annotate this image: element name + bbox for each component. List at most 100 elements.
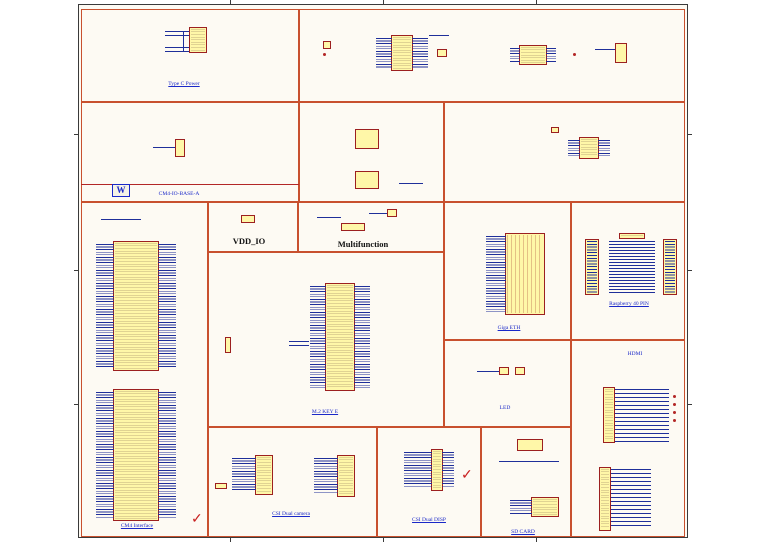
- frame-tick: [536, 0, 537, 4]
- regulator: [355, 129, 379, 149]
- sd-power-switch: [517, 439, 543, 451]
- hdmi-connector-1: [599, 467, 611, 531]
- gpio-header-left: [585, 239, 599, 295]
- region-multifunction: [298, 202, 444, 252]
- dsi-connector-0: [404, 449, 454, 491]
- sd-card-socket: [510, 497, 559, 517]
- frame-tick: [688, 270, 692, 271]
- power-net: [399, 183, 423, 184]
- signal-net: [595, 49, 615, 50]
- decoupling-capacitor: [225, 337, 231, 353]
- frame-tick: [383, 538, 384, 542]
- schematic-sheet: Type C Power CM4-IO-BASE-A VDD_IO Multif…: [78, 4, 688, 538]
- status-led: [499, 367, 509, 375]
- checkmark-icon: ✓: [461, 468, 473, 483]
- region-title-csi-dual-camera: CSI Dual camera: [272, 511, 310, 517]
- region-title-cm4-interface: CM4 Interface: [120, 523, 154, 529]
- region-cm4-interface: [81, 202, 208, 537]
- region-title-hdmi: HDMI: [627, 351, 643, 357]
- gpio-nets: [609, 241, 655, 295]
- esd-marker: [673, 395, 676, 398]
- usb-switch-ic: [510, 45, 556, 65]
- region-hdmi: [571, 340, 685, 537]
- frame-tick: [688, 404, 692, 405]
- region-title-led: LED: [499, 405, 511, 411]
- hdmi-nets: [611, 469, 651, 529]
- signal-net: [429, 35, 449, 36]
- signal-net: [317, 217, 341, 218]
- power-net: [165, 51, 189, 52]
- signal-net: [153, 147, 175, 148]
- power-net: [165, 47, 189, 48]
- fan-connector: [551, 127, 559, 133]
- region-m2-key-e: [208, 252, 444, 427]
- region-csi-dual-camera: [208, 427, 377, 537]
- frame-tick: [230, 538, 231, 542]
- signal-net: [369, 213, 387, 214]
- gpio-header-center: [619, 233, 645, 239]
- vdd-io-jumper: [241, 215, 255, 223]
- region-power-regulators: [299, 102, 444, 202]
- region-led: [444, 340, 571, 427]
- crystal: [437, 49, 447, 57]
- cm4-connector-b: [96, 389, 176, 521]
- region-title-multifunction: Multifunction: [337, 239, 389, 249]
- m2-connector: [310, 283, 370, 391]
- frame-tick: [74, 404, 78, 405]
- signal-net: [289, 345, 309, 346]
- hdmi-connector-0: [603, 387, 615, 443]
- regulator: [355, 171, 379, 189]
- power-net: [165, 35, 189, 36]
- ethernet-magjack: [486, 233, 545, 315]
- capacitor: [323, 41, 331, 49]
- region-raspberry-40pin: [571, 202, 685, 340]
- signal-net: [101, 219, 141, 220]
- checkmark-icon: ✓: [191, 512, 203, 527]
- power-net: [165, 31, 189, 32]
- esd-marker: [673, 419, 676, 422]
- region-title-type-c-power: Type C Power: [168, 81, 200, 87]
- usb-hub-ic: [376, 35, 428, 71]
- hdmi-nets: [615, 389, 669, 443]
- company-logo: W: [112, 184, 130, 197]
- region-vdd-io: [208, 202, 298, 252]
- region-type-c-power: [81, 9, 299, 102]
- divider-line: [81, 184, 299, 185]
- rtc-ic: [568, 137, 610, 159]
- region-usb-hub: [299, 9, 685, 102]
- region-title-vdd-io: VDD_IO: [232, 236, 266, 246]
- csi-connector-0: [232, 455, 273, 495]
- junction: [573, 53, 576, 56]
- region-cm4-io-base: [81, 102, 299, 202]
- usb-connector: [615, 43, 627, 63]
- region-title-sd-card: SD CARD: [511, 529, 535, 535]
- cm4-connector-a: [96, 241, 176, 371]
- region-giga-eth: [444, 202, 571, 340]
- signal-net: [499, 461, 559, 462]
- region-title-cm4-io-base: CM4-IO-BASE-A: [158, 191, 200, 197]
- region-title-m2-key-e: M.2 KEY E: [311, 409, 339, 415]
- button: [387, 209, 397, 217]
- capacitor: [215, 483, 227, 489]
- signal-net: [477, 371, 499, 372]
- frame-tick: [688, 134, 692, 135]
- region-fan-control: [444, 102, 685, 202]
- region-sd-card: [481, 427, 571, 537]
- signal-net: [289, 341, 309, 342]
- frame-tick: [74, 134, 78, 135]
- frame-tick: [74, 270, 78, 271]
- region-title-giga-eth: Giga ETH: [497, 325, 521, 331]
- esd-marker: [673, 411, 676, 414]
- csi-connector-1: [314, 455, 355, 497]
- region-dsi-dual-disp: [377, 427, 481, 537]
- region-title-dsi-dual-disp: CSI Dual DISP: [412, 517, 446, 523]
- junction: [323, 53, 326, 56]
- esd-marker: [673, 403, 676, 406]
- gpio-header-right: [663, 239, 677, 295]
- frame-tick: [383, 0, 384, 4]
- status-led: [515, 367, 525, 375]
- frame-tick: [230, 0, 231, 4]
- power-net: [183, 31, 184, 51]
- multifunction-header: [341, 223, 365, 231]
- frame-tick: [536, 538, 537, 542]
